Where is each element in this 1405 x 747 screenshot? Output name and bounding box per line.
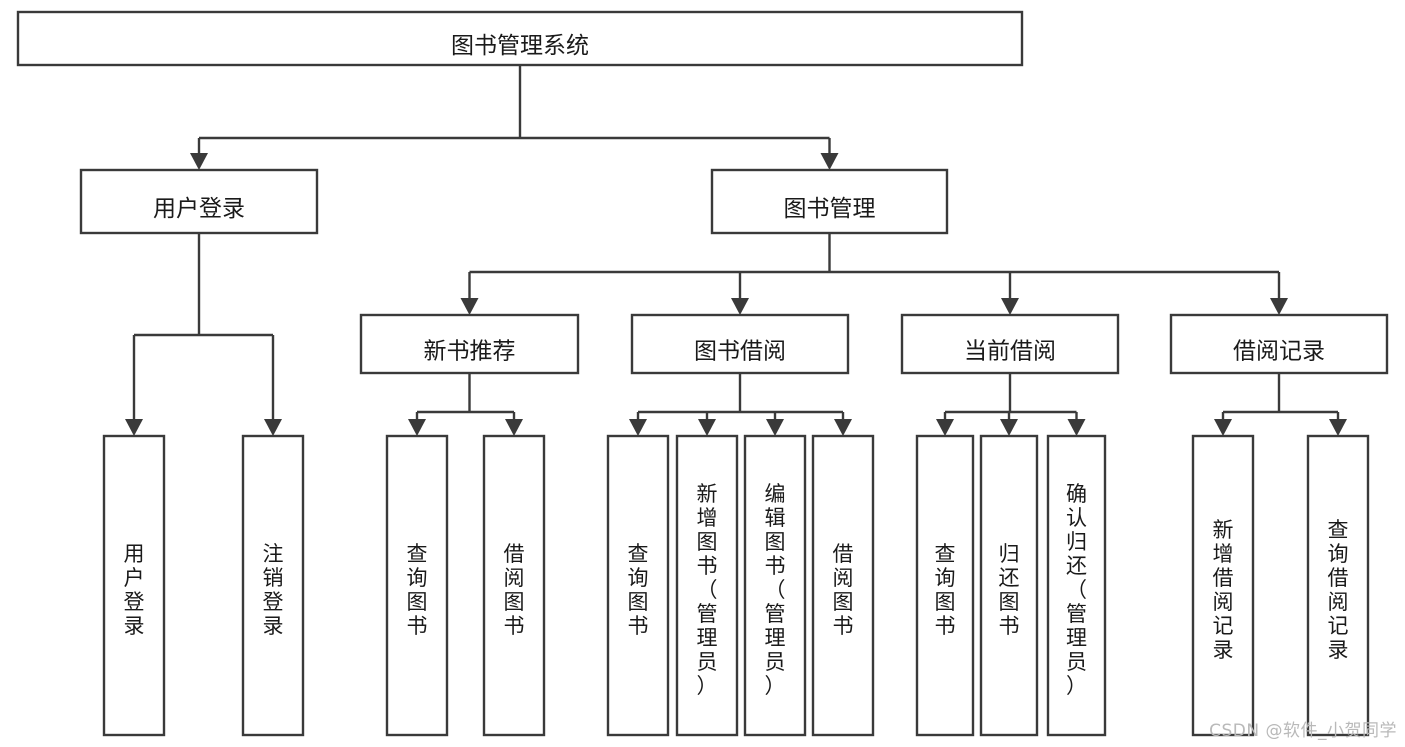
node-label-leaf-borrow-book-1: 借阅图书 <box>504 542 525 638</box>
arrow-head-icon-bookmanage-0 <box>460 298 479 315</box>
node-book-borrow[interactable]: 图书借阅 <box>630 313 850 375</box>
node-leaf-confirm-return[interactable]: 确认归还（管理员） <box>1046 434 1107 737</box>
node-box-book-manage <box>710 168 949 235</box>
arrow-head-icon-userlogin-0 <box>125 419 143 436</box>
node-label-leaf-user-login: 用户登录 <box>124 542 145 638</box>
node-label-leaf-query-book-3: 查询图书 <box>935 542 956 638</box>
arrow-head-icon-new-book-recommend-0 <box>408 419 426 436</box>
node-label-book-manage: 图书管理 <box>784 196 876 222</box>
csdn-watermark: CSDN @软件_小贺同学 <box>1209 721 1397 741</box>
node-label-leaf-query-book-1: 查询图书 <box>407 542 428 638</box>
node-box-new-book-recommend <box>359 313 580 375</box>
arrow-head-icon-current-borrow-2 <box>1067 419 1086 436</box>
arrow-head-icon-userlogin-1 <box>264 419 282 436</box>
arrow-head-icon-book-borrow-1 <box>698 419 716 436</box>
node-label-book-borrow: 图书借阅 <box>694 339 786 365</box>
node-label-borrow-record: 借阅记录 <box>1233 339 1325 365</box>
node-box-current-borrow <box>900 313 1120 375</box>
arrow-head-icon-current-borrow-0 <box>936 419 954 436</box>
node-label-leaf-confirm-return: 确认归还（管理员） <box>1066 482 1087 698</box>
node-label-leaf-borrow-book-2: 借阅图书 <box>833 542 854 638</box>
node-current-borrow[interactable]: 当前借阅 <box>900 313 1120 375</box>
node-box-leaf-edit-book <box>743 434 807 737</box>
node-box-leaf-logout <box>241 434 305 737</box>
nodes-layer: 图书管理系统用户登录图书管理新书推荐图书借阅当前借阅借阅记录用户登录注销登录查询… <box>16 10 1389 737</box>
node-borrow-record[interactable]: 借阅记录 <box>1169 313 1389 375</box>
node-label-new-book-recommend: 新书推荐 <box>424 339 516 365</box>
arrow-head-icon-borrow-record-1 <box>1329 419 1347 436</box>
node-user-login[interactable]: 用户登录 <box>79 168 319 235</box>
node-root[interactable]: 图书管理系统 <box>16 10 1024 67</box>
node-box-borrow-record <box>1169 313 1389 375</box>
node-box-leaf-add-record <box>1191 434 1255 737</box>
connectors-layer <box>125 65 1347 436</box>
node-book-manage[interactable]: 图书管理 <box>710 168 949 235</box>
node-label-user-login: 用户登录 <box>153 196 245 222</box>
node-box-root <box>16 10 1024 67</box>
node-leaf-logout[interactable]: 注销登录 <box>241 434 305 737</box>
node-box-leaf-query-record <box>1306 434 1370 737</box>
node-box-leaf-borrow-book-2 <box>811 434 875 737</box>
node-label-current-borrow: 当前借阅 <box>964 339 1056 365</box>
node-box-leaf-query-book-2 <box>606 434 670 737</box>
node-leaf-edit-book[interactable]: 编辑图书（管理员） <box>743 434 807 737</box>
node-new-book-recommend[interactable]: 新书推荐 <box>359 313 580 375</box>
node-box-leaf-user-login <box>102 434 166 737</box>
node-label-leaf-edit-book: 编辑图书（管理员） <box>765 482 786 698</box>
node-leaf-query-book-2[interactable]: 查询图书 <box>606 434 670 737</box>
node-leaf-user-login[interactable]: 用户登录 <box>102 434 166 737</box>
node-leaf-add-book[interactable]: 新增图书（管理员） <box>675 434 739 737</box>
arrow-head-icon-bookmanage-3 <box>1270 298 1288 315</box>
arrow-head-icon-bookmanage-1 <box>731 298 749 315</box>
node-label-leaf-query-book-2: 查询图书 <box>628 542 649 638</box>
arrow-head-icon-book-borrow-0 <box>629 419 647 436</box>
arrow-head-icon-root-1 <box>820 153 839 170</box>
arrow-head-icon-new-book-recommend-1 <box>505 419 523 436</box>
node-label-leaf-add-record: 新增借阅记录 <box>1213 518 1234 662</box>
arrow-head-icon-bookmanage-2 <box>1001 298 1019 315</box>
node-label-root: 图书管理系统 <box>451 33 589 59</box>
node-box-leaf-query-book-3 <box>915 434 975 737</box>
node-box-user-login <box>79 168 319 235</box>
arrow-head-icon-current-borrow-1 <box>1000 419 1018 436</box>
node-label-leaf-add-book: 新增图书（管理员） <box>697 482 718 698</box>
node-box-leaf-add-book <box>675 434 739 737</box>
node-box-leaf-query-book-1 <box>385 434 449 737</box>
node-leaf-borrow-book-2[interactable]: 借阅图书 <box>811 434 875 737</box>
node-box-book-borrow <box>630 313 850 375</box>
arrow-head-icon-borrow-record-0 <box>1214 419 1232 436</box>
arrow-head-icon-book-borrow-3 <box>834 419 852 436</box>
node-label-leaf-return-book: 归还图书 <box>999 542 1020 638</box>
node-label-leaf-logout: 注销登录 <box>263 542 284 638</box>
node-leaf-borrow-book-1[interactable]: 借阅图书 <box>482 434 546 737</box>
node-leaf-return-book[interactable]: 归还图书 <box>979 434 1039 737</box>
node-box-leaf-confirm-return <box>1046 434 1107 737</box>
arrow-head-icon-root-0 <box>190 153 208 170</box>
arrow-head-icon-book-borrow-2 <box>766 419 784 436</box>
node-leaf-query-record[interactable]: 查询借阅记录 <box>1306 434 1370 737</box>
node-label-leaf-query-record: 查询借阅记录 <box>1328 518 1349 662</box>
node-box-leaf-borrow-book-1 <box>482 434 546 737</box>
node-box-leaf-return-book <box>979 434 1039 737</box>
node-leaf-query-book-1[interactable]: 查询图书 <box>385 434 449 737</box>
node-leaf-add-record[interactable]: 新增借阅记录 <box>1191 434 1255 737</box>
node-leaf-query-book-3[interactable]: 查询图书 <box>915 434 975 737</box>
